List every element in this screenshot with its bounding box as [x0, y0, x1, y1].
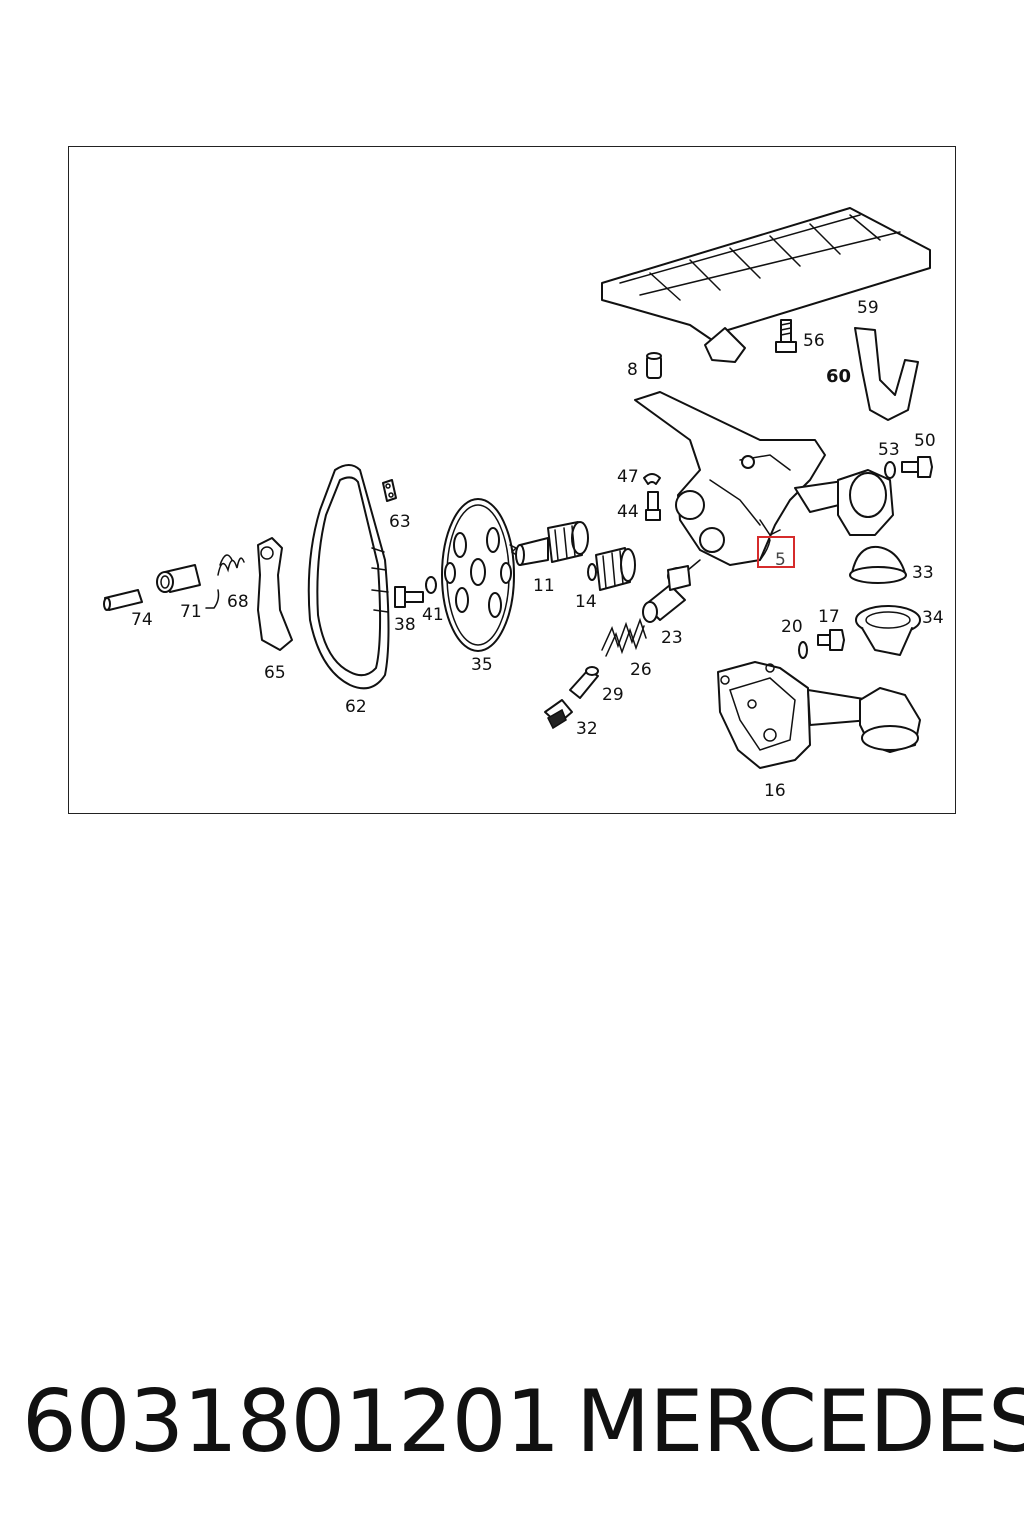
- sleeve-8: [646, 352, 662, 379]
- washer-41: [425, 576, 437, 594]
- callout-59: 59: [857, 298, 879, 318]
- washer-53: [884, 461, 896, 479]
- callout-23: 23: [661, 628, 683, 648]
- callout-60: 60: [826, 366, 851, 387]
- callout-63: 63: [389, 512, 411, 532]
- callout-35: 35: [471, 655, 493, 675]
- clip-47: [643, 473, 661, 485]
- callout-14: 14: [575, 592, 597, 612]
- chain-62: [307, 464, 390, 690]
- pin-74: [103, 589, 143, 611]
- callout-41: 41: [422, 605, 444, 625]
- callout-8: 8: [627, 360, 638, 380]
- callout-17: 17: [818, 607, 840, 627]
- callout-38: 38: [394, 615, 416, 635]
- piston-23: [642, 559, 701, 623]
- spring-26: [601, 617, 647, 657]
- plug-32: [544, 699, 573, 730]
- callout-33: 33: [912, 563, 934, 583]
- link-63: [382, 479, 397, 502]
- callout-47: 47: [617, 467, 639, 487]
- bolt-50: [901, 456, 933, 478]
- brand-name: MERCEDES: [576, 1372, 1024, 1472]
- spring-68: [205, 554, 245, 609]
- callout-65: 65: [264, 663, 286, 683]
- bracket-59: [854, 327, 919, 421]
- callout-labels: 59 56 60 8 53 50 47 44 63 5 11 14 33 74 …: [131, 298, 944, 801]
- strainer-34: [855, 605, 921, 656]
- bolt-38: [394, 586, 424, 608]
- baffle-plate: [601, 207, 931, 363]
- callout-53: 53: [878, 440, 900, 460]
- screw-44: [645, 491, 661, 521]
- bushing-71: [156, 564, 201, 593]
- callout-68: 68: [227, 592, 249, 612]
- part-number: 6031801201: [22, 1372, 560, 1472]
- pin-29: [569, 666, 599, 699]
- highlight-box: [757, 536, 795, 568]
- callout-56: 56: [803, 331, 825, 351]
- callout-34: 34: [922, 608, 944, 628]
- sprocket-35: [441, 498, 519, 652]
- callout-26: 26: [630, 660, 652, 680]
- tensioner-arm-65: [257, 537, 293, 651]
- shaft-gear-11: [515, 521, 589, 566]
- callout-74: 74: [131, 610, 153, 630]
- callout-50: 50: [914, 431, 936, 451]
- callout-29: 29: [602, 685, 624, 705]
- washer-20: [798, 641, 808, 659]
- callout-11: 11: [533, 576, 555, 596]
- oil-pump-housing: [634, 391, 894, 566]
- callout-32: 32: [576, 719, 598, 739]
- callout-44: 44: [617, 502, 639, 522]
- bolt-56: [775, 319, 797, 353]
- callout-71: 71: [180, 602, 202, 622]
- callout-5: 5: [775, 550, 786, 570]
- bolt-17: [817, 629, 845, 651]
- pickup-16: [717, 661, 921, 769]
- diagram-frame: [68, 146, 956, 814]
- gear-14: [587, 547, 636, 591]
- callout-20: 20: [781, 617, 803, 637]
- callout-62: 62: [345, 697, 367, 717]
- cap-33: [849, 545, 907, 584]
- callout-16: 16: [764, 781, 786, 801]
